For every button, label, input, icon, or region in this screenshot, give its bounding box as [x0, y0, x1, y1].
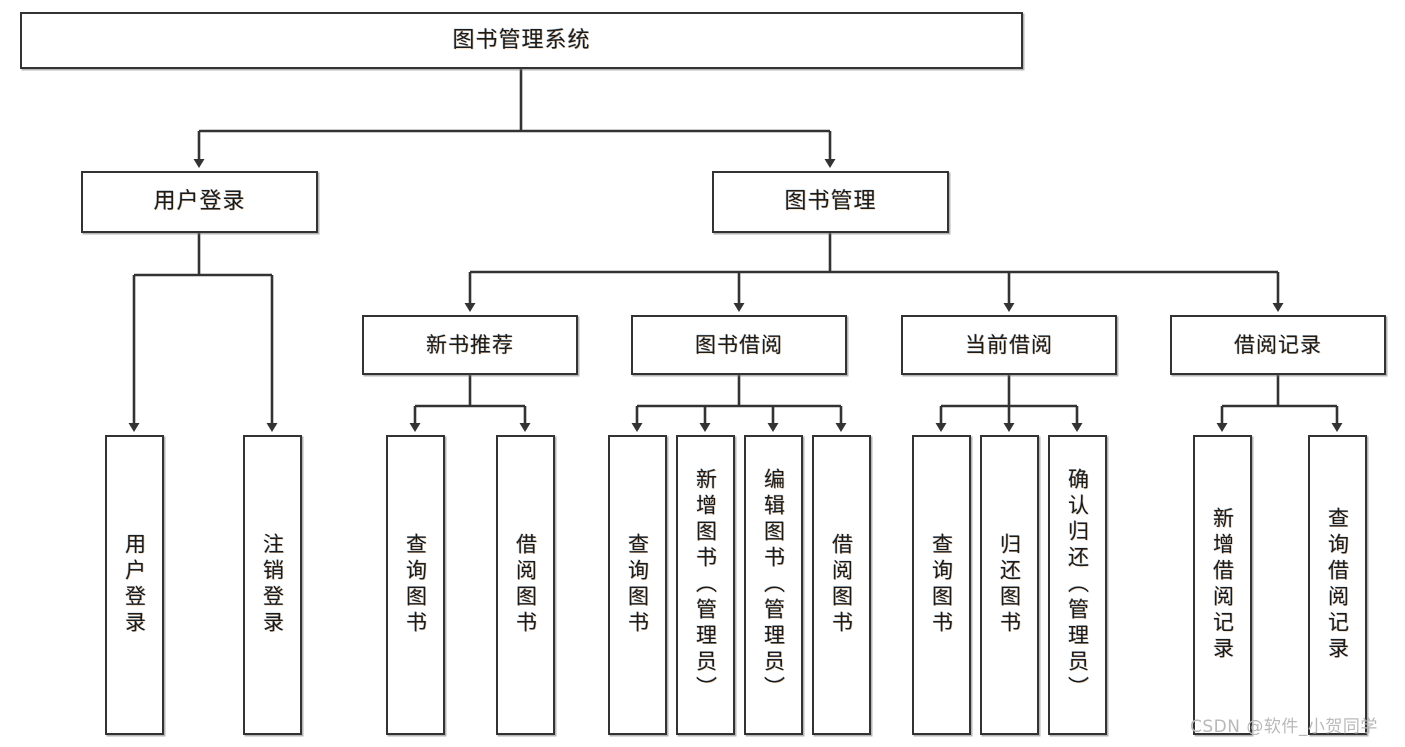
leaf-query-book-1[interactable]: 查询图书 — [386, 435, 445, 735]
node-book-borrow-label: 图书借阅 — [695, 332, 783, 357]
node-new-book-recommend-label: 新书推荐 — [426, 332, 514, 357]
node-current-borrow-label: 当前借阅 — [965, 332, 1053, 357]
node-borrow-record-label: 借阅记录 — [1234, 332, 1322, 357]
node-root-label: 图书管理系统 — [452, 27, 591, 53]
node-new-book-recommend[interactable]: 新书推荐 — [362, 315, 578, 375]
leaf-query-borrow-record[interactable]: 查询借阅记录 — [1308, 435, 1367, 735]
node-borrow-record[interactable]: 借阅记录 — [1170, 315, 1386, 375]
leaf-confirm-return[interactable]: 确认归还（管理员） — [1048, 435, 1107, 735]
node-book-management[interactable]: 图书管理 — [712, 171, 949, 233]
node-root[interactable]: 图书管理系统 — [20, 12, 1023, 69]
leaf-return-book-label: 归还图书 — [997, 533, 1022, 637]
leaf-borrow-book-1[interactable]: 借阅图书 — [496, 435, 555, 735]
node-book-management-label: 图书管理 — [784, 189, 877, 215]
leaf-borrow-book-2-label: 借阅图书 — [829, 533, 854, 637]
leaf-add-borrow-record[interactable]: 新增借阅记录 — [1193, 435, 1252, 735]
leaf-add-borrow-record-label: 新增借阅记录 — [1210, 507, 1235, 663]
leaf-user-login-label: 用户登录 — [122, 533, 147, 637]
leaf-query-book-2-label: 查询图书 — [625, 533, 650, 637]
leaf-add-book[interactable]: 新增图书（管理员） — [676, 435, 735, 735]
leaf-query-book-3[interactable]: 查询图书 — [912, 435, 971, 735]
leaf-logout-login[interactable]: 注销登录 — [243, 435, 302, 735]
leaf-logout-login-label: 注销登录 — [260, 533, 285, 637]
leaf-add-book-label: 新增图书（管理员） — [693, 468, 718, 702]
leaf-return-book[interactable]: 归还图书 — [980, 435, 1039, 735]
leaf-query-book-2[interactable]: 查询图书 — [608, 435, 667, 735]
leaf-borrow-book-2[interactable]: 借阅图书 — [812, 435, 871, 735]
leaf-edit-book-label: 编辑图书（管理员） — [761, 468, 786, 702]
leaf-confirm-return-label: 确认归还（管理员） — [1065, 468, 1090, 702]
leaf-borrow-book-1-label: 借阅图书 — [513, 533, 538, 637]
leaf-query-borrow-record-label: 查询借阅记录 — [1325, 507, 1350, 663]
node-user-login[interactable]: 用户登录 — [81, 171, 318, 233]
node-current-borrow[interactable]: 当前借阅 — [901, 315, 1117, 375]
watermark: CSDN @软件_小贺同学 — [1190, 717, 1378, 737]
leaf-user-login[interactable]: 用户登录 — [105, 435, 164, 735]
leaf-edit-book[interactable]: 编辑图书（管理员） — [744, 435, 803, 735]
leaf-query-book-1-label: 查询图书 — [403, 533, 428, 637]
leaf-query-book-3-label: 查询图书 — [929, 533, 954, 637]
node-user-login-label: 用户登录 — [153, 189, 246, 215]
node-book-borrow[interactable]: 图书借阅 — [631, 315, 847, 375]
